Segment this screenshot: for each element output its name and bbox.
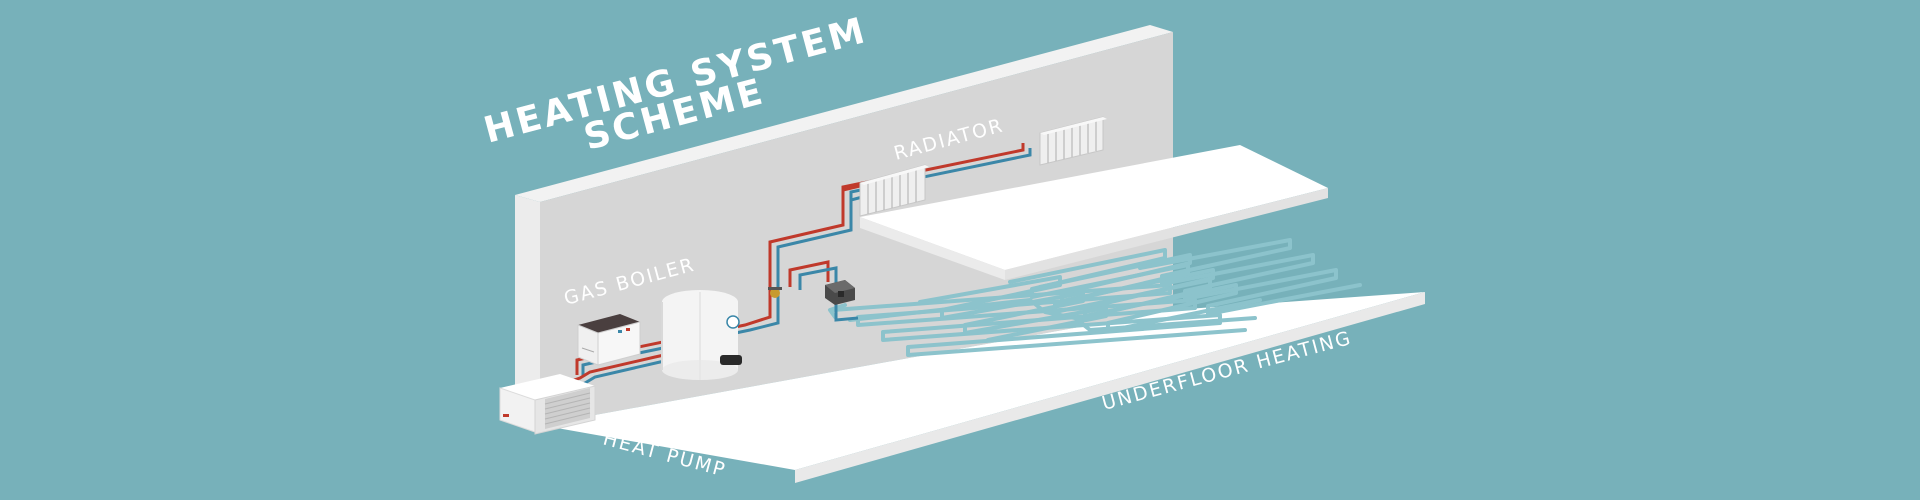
manifold-box — [825, 280, 855, 305]
gas-boiler-icon — [577, 314, 641, 366]
hot-pipe-to-radiator-1 — [841, 184, 861, 225]
valve-icon — [768, 287, 782, 298]
cold-pipe-to-floor-manifold — [798, 266, 859, 322]
radiator-icon — [859, 164, 929, 217]
ground-floor — [540, 292, 1425, 483]
underfloor-heating-loops — [828, 238, 1362, 357]
upper-floor-slab — [860, 145, 1328, 280]
hot-pipe-to-floor-manifold — [788, 260, 830, 287]
heat-pump-icon — [499, 374, 596, 435]
hot-water-cylinder-icon — [661, 290, 742, 380]
radiator-icon — [1039, 116, 1107, 166]
